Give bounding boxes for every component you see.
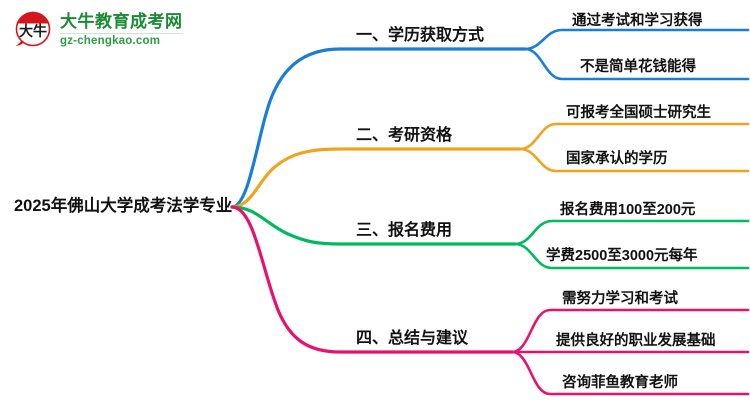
logo-site-url: gz-chengkao.com: [60, 34, 161, 47]
leaf-label-2-1[interactable]: 可报考全国硕士研究生: [566, 105, 711, 121]
leaf-label-4-2[interactable]: 提供良好的职业发展基础: [556, 333, 716, 349]
leaf-label-3-2[interactable]: 学费2500至3000元每年: [546, 248, 698, 264]
logo-divider: [60, 32, 183, 34]
leaf-label-1-2[interactable]: 不是简单花钱能得: [580, 59, 696, 75]
branch-connector-2: [230, 122, 750, 209]
branch-connector-1: [230, 28, 750, 209]
logo-mark-icon: 大牛: [12, 9, 54, 51]
leaf-label-4-3[interactable]: 咨询菲鱼教育老师: [562, 375, 678, 391]
branch-connector-3: [230, 205, 750, 270]
logo-wordmark: 大牛教育成考网 gz-chengkao.com: [60, 13, 183, 48]
site-logo: 大牛 大牛教育成考网 gz-chengkao.com: [12, 6, 202, 54]
branch-label-4[interactable]: 四、总结与建议: [356, 330, 469, 347]
logo-site-name: 大牛教育成考网: [60, 11, 183, 31]
leaf-label-3-1[interactable]: 报名费用100至200元: [560, 202, 696, 218]
branch-connector-4: [230, 205, 750, 396]
logo-mark-text: 大牛: [19, 23, 47, 39]
leaf-label-2-2[interactable]: 国家承认的学历: [566, 151, 668, 167]
branch-label-3[interactable]: 三、报名费用: [356, 222, 453, 239]
branch-label-1[interactable]: 一、学历获取方式: [356, 27, 485, 44]
root-node-label[interactable]: 2025年佛山大学成考法学专业: [14, 197, 233, 215]
leaf-label-4-1[interactable]: 需努力学习和考试: [562, 291, 678, 307]
branch-label-2[interactable]: 二、考研资格: [356, 127, 453, 144]
leaf-label-1-1[interactable]: 通过考试和学习获得: [572, 13, 703, 29]
